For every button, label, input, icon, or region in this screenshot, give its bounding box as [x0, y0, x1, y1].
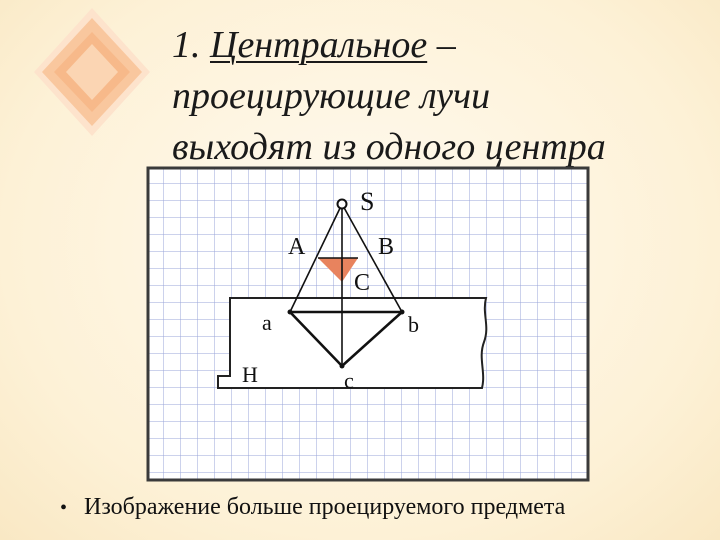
title-number: 1.	[172, 24, 201, 66]
title-dash: –	[436, 24, 456, 66]
title-line-3: выходят из одного центра	[172, 126, 606, 168]
triangle-abc-projection	[289, 310, 403, 367]
bullet-text: Изображение больше проецируемого предмет…	[84, 494, 566, 520]
center-point-s	[336, 198, 348, 210]
label-a-lower: a	[262, 310, 272, 335]
label-b-upper: B	[378, 234, 394, 260]
title-term: Центральное	[210, 24, 428, 66]
point-c	[339, 363, 345, 369]
central-projection-figure: S A B C a b c H	[146, 166, 590, 482]
bullet-point: • Изображение больше проецируемого предме…	[60, 494, 565, 521]
point-a	[287, 309, 293, 315]
decorative-diamond	[34, 8, 150, 136]
label-s: S	[360, 187, 374, 216]
bullet-icon: •	[60, 497, 68, 519]
label-plane-h: H	[242, 362, 258, 387]
title-line-2: проецирующие лучи	[172, 75, 491, 117]
label-a-upper: A	[288, 234, 306, 260]
label-c-upper: C	[354, 270, 370, 296]
point-b	[399, 309, 405, 315]
projection-rays	[289, 203, 403, 366]
projection-plane-h	[217, 297, 488, 389]
triangle-abc	[318, 258, 358, 282]
label-b-lower: b	[408, 312, 419, 337]
label-c-lower: c	[344, 368, 354, 393]
slide-title: 1. Центральное – проецирующие лучи выход…	[172, 20, 702, 173]
